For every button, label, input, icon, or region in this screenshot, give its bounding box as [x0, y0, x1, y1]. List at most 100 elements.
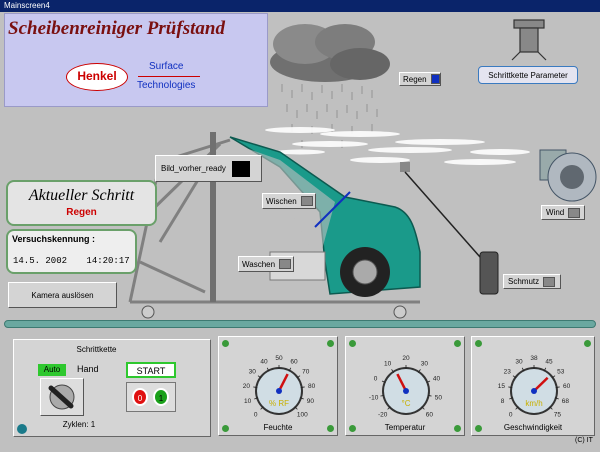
dial-tick: [551, 375, 556, 379]
stop-button[interactable]: 0: [132, 388, 148, 406]
dial-tick-label: 38: [530, 355, 538, 362]
dial-tick-label: 0: [254, 411, 258, 418]
dial-tick: [421, 406, 425, 410]
dial-tick-label: 20: [243, 383, 251, 390]
wind-button[interactable]: Wind: [541, 205, 585, 220]
dial-tick-label: 23: [504, 369, 512, 376]
versuch-datetime: 14.5. 2002 14:20:17: [13, 256, 135, 266]
current-step-label: Aktueller Schritt: [28, 187, 135, 204]
temperatur-label: Temperatur: [384, 423, 426, 432]
dial-tick-label: 60: [426, 411, 434, 418]
rig-wheel-right: [393, 305, 407, 319]
dial-tick-label: 0: [509, 411, 513, 418]
dial-tick-label: 10: [244, 398, 252, 405]
dial-tick: [417, 369, 421, 373]
waschen-button[interactable]: Waschen: [238, 256, 294, 272]
start-stop-buttons: 0 1: [126, 382, 176, 412]
dial-tick: [260, 406, 264, 410]
dial-tick-label: 60: [563, 383, 571, 390]
dial-hub: [276, 388, 282, 394]
corner-screw: [327, 425, 334, 432]
dial-tick: [521, 367, 525, 372]
dial-tick-label: -10: [369, 394, 379, 401]
versuch-date: 14.5. 2002: [13, 256, 68, 266]
schrittkette-parameter-button[interactable]: Schrittkette Parameter: [478, 66, 578, 84]
wind-indicator: [568, 207, 581, 218]
title-panel: [4, 13, 268, 107]
versuch-panel: Versuchskennung : 14.5. 2002 14:20:17: [6, 229, 137, 274]
wind-label: Wind: [546, 208, 565, 217]
schmutz-label: Schmutz: [508, 277, 540, 286]
corner-screw: [584, 340, 591, 347]
regen-indicator: [430, 74, 440, 84]
versuch-time: 14:20:17: [86, 256, 130, 266]
corner-screw: [454, 340, 461, 347]
waschen-label: Waschen: [242, 259, 276, 269]
mode-switch[interactable]: [40, 378, 84, 416]
dial-tick-label: 15: [498, 383, 506, 390]
dial-tick-label: 90: [307, 398, 315, 405]
window-titlebar: Mainscreen4: [0, 0, 600, 12]
brand-divider: [138, 76, 200, 77]
kamera-ausloesen-button[interactable]: Kamera auslösen: [8, 282, 117, 308]
dial-tick: [253, 386, 258, 388]
dial-tick: [508, 386, 513, 388]
start-button[interactable]: 1: [153, 388, 169, 406]
dial-tick: [380, 394, 385, 397]
schmutz-button[interactable]: Schmutz: [503, 274, 561, 289]
dial-tick: [300, 386, 305, 388]
dial-tick-label: 100: [297, 411, 308, 418]
current-step-value: Regen: [66, 207, 97, 218]
wischen-button[interactable]: Wischen: [262, 193, 316, 209]
corner-screw: [349, 340, 356, 347]
zyklen-counter: Zyklen: 1: [62, 420, 96, 429]
dial-tick: [254, 397, 259, 400]
status-led: [17, 424, 27, 434]
wischen-label: Wischen: [266, 196, 297, 206]
dial-tick: [543, 367, 547, 372]
current-step-panel: Aktueller Schritt Regen: [6, 180, 157, 226]
dial-unit: km/h: [525, 399, 542, 408]
wischen-indicator: [300, 196, 313, 206]
regen-button[interactable]: Regen: [399, 72, 441, 86]
dial-tick-label: 40: [433, 375, 441, 382]
camera-nozzle: [400, 162, 410, 172]
cleaning-robot-icon: [511, 19, 547, 61]
dial-tick: [554, 397, 559, 400]
dial-tick-label: 20: [402, 355, 410, 362]
dial-hub: [403, 388, 409, 394]
dial-tick: [299, 397, 304, 400]
dial-tick-label: 30: [515, 359, 523, 366]
bild-vorher-ready-button[interactable]: Bild_vorher_ready: [155, 155, 262, 182]
copyright: (C) IT: [575, 437, 593, 444]
dial-tick-label: 70: [302, 369, 310, 376]
dial-tick-label: 45: [545, 359, 553, 366]
dial-needle: [396, 373, 408, 392]
bild-ready-indicator: [231, 160, 250, 177]
car-rim: [352, 259, 378, 285]
dial-needle: [533, 376, 549, 392]
dial-tick: [512, 375, 517, 379]
dial-tick: [381, 380, 386, 383]
dial-unit: °C: [402, 399, 411, 408]
waschen-indicator: [279, 259, 292, 269]
dial-tick: [387, 406, 391, 410]
dial-tick-label: 53: [557, 369, 565, 376]
dial-tick: [555, 386, 560, 388]
corner-screw: [222, 425, 229, 432]
wiper-arm: [314, 191, 351, 228]
rig-wheel-left: [141, 305, 155, 319]
dial-tick: [391, 369, 395, 373]
dial-tick-label: 68: [562, 398, 570, 405]
dial-tick: [515, 406, 519, 410]
corner-screw: [222, 340, 229, 347]
brand-tagline-1: Surface: [149, 61, 184, 72]
dial-tick-label: 10: [384, 361, 392, 368]
geschwindigkeit-label: Geschwindigkeit: [503, 423, 563, 432]
panel-divider-rail: [4, 320, 596, 328]
dial-tick: [549, 406, 553, 410]
